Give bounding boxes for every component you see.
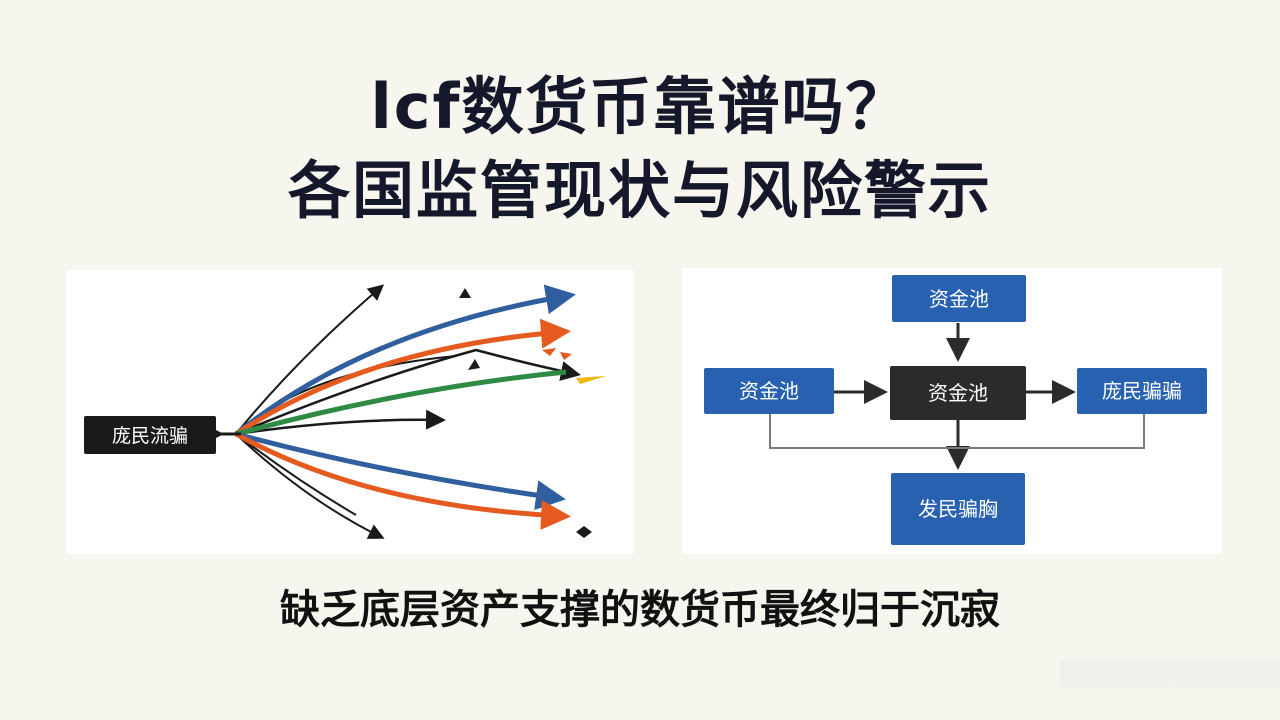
page-title-line1: lcf数货币靠谱吗？ [370,70,910,143]
orange-arrow-lower [234,431,571,530]
right-diagram-panel: 资金池 资金池 资金池 庞民骗骗 发民骗胸 [682,268,1222,554]
bottom-node [891,473,1025,545]
right-node [1077,368,1207,414]
center-node [890,366,1026,420]
source-label: 庞民流骗 [112,425,188,447]
center-node-label: 资金池 [928,381,988,405]
bottom-node-label: 发民骗胸 [918,497,998,521]
watermark-block-2 [1170,660,1280,688]
shard-black-2 [468,359,480,370]
feedback-line [769,414,1145,449]
shard-black-3 [576,526,592,538]
left-diagram-panel: 庞民流骗 [66,270,634,554]
shard-red-2 [560,352,572,360]
blue-arrow-upper [234,284,576,436]
left-arrow-diagram: 庞民流骗 [84,284,606,539]
blue-arrow-lower [235,431,566,511]
black-arrow-top [235,284,385,435]
black-arrow-lower [235,433,357,516]
black-arrow-center [235,409,446,436]
watermark-block-1 [1060,660,1170,688]
orange-arrow-upper [234,318,571,437]
shard-yellow [576,376,606,384]
top-node [892,275,1026,322]
green-arrow [235,369,567,437]
shard-red-1 [542,348,556,356]
caption: 缺乏底层资产支撑的数货币最终归于沉寂 [280,587,1000,633]
shard-black-1 [459,288,471,298]
left-node [704,368,834,414]
black-arrow-mid [235,348,581,436]
black-arrow-bottom [235,433,385,539]
right-node-label: 庞民骗骗 [1102,379,1182,403]
left-node-label: 资金池 [739,379,799,403]
top-node-label: 资金池 [929,287,989,311]
source-box [84,416,216,454]
right-flowchart: 资金池 资金池 资金池 庞民骗骗 发民骗胸 [704,275,1207,545]
page-title-line2: 各国监管现状与风险警示 [287,154,992,227]
